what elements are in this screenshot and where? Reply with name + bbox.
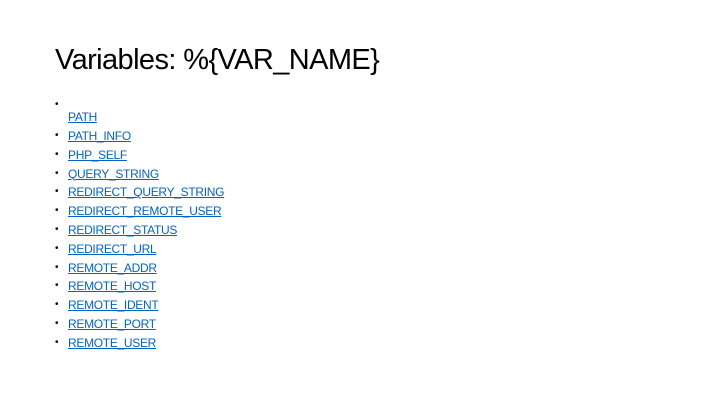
- bullet-icon: •: [55, 223, 59, 235]
- variable-link-query-string[interactable]: QUERY_STRING: [68, 166, 159, 181]
- bullet-icon: •: [55, 130, 59, 141]
- list-item: • REDIRECT_REMOTE_USER: [55, 202, 224, 221]
- bullet-icon: •: [55, 336, 59, 348]
- variable-link-remote-addr[interactable]: REMOTE_ADDR: [68, 260, 157, 275]
- variable-link-path-info[interactable]: PATH_INFO: [68, 129, 131, 143]
- bullet-icon: •: [55, 167, 59, 179]
- variable-link-path[interactable]: PATH: [68, 110, 98, 124]
- bullet-icon: •: [55, 299, 59, 311]
- variable-link-redirect-remote-user[interactable]: REDIRECT_REMOTE_USER: [68, 204, 222, 219]
- bullet-icon: •: [55, 186, 59, 198]
- bullet-icon: •: [55, 317, 59, 329]
- list-item: • REMOTE_HOST: [55, 277, 224, 296]
- variable-link-remote-port[interactable]: REMOTE_PORT: [68, 316, 156, 331]
- variable-link-php-self[interactable]: PHP_SELF: [68, 147, 127, 162]
- bullet-icon: •: [55, 205, 59, 217]
- bullet-icon: •: [55, 261, 59, 273]
- variable-link-redirect-url[interactable]: REDIRECT_URL: [68, 241, 157, 256]
- variable-link-remote-ident[interactable]: REMOTE_IDENT: [68, 298, 159, 313]
- list-item: • REDIRECT_STATUS: [55, 221, 224, 240]
- bullet-icon: •: [55, 148, 59, 160]
- list-item: • REDIRECT_URL: [55, 240, 224, 259]
- variable-link-remote-user[interactable]: REMOTE_USER: [68, 335, 157, 350]
- bullet-icon: •: [55, 280, 59, 292]
- list-item: • PHP_SELF: [55, 146, 224, 165]
- list-item: • REDIRECT_QUERY_STRING: [55, 183, 224, 202]
- list-item: • REMOTE_ADDR: [55, 259, 224, 278]
- bullet-icon: •: [55, 99, 59, 110]
- variable-list: • PATH • PATH_INFO • PHP_SELF • QUERY_ST…: [55, 99, 224, 353]
- bullet-icon: •: [55, 242, 59, 254]
- variable-link-redirect-status[interactable]: REDIRECT_STATUS: [68, 222, 178, 237]
- list-item: • PATH_INFO: [55, 127, 224, 146]
- list-item: • REMOTE_IDENT: [55, 296, 224, 315]
- variable-link-remote-host[interactable]: REMOTE_HOST: [68, 279, 157, 294]
- variable-link-redirect-query-string[interactable]: REDIRECT_QUERY_STRING: [68, 185, 225, 200]
- list-item: • PATH: [55, 99, 224, 127]
- list-item: • QUERY_STRING: [55, 165, 224, 184]
- list-item: • REMOTE_PORT: [55, 315, 224, 334]
- list-item: • REMOTE_USER: [55, 334, 224, 353]
- slide-title: Variables: %{VAR_NAME}: [55, 44, 380, 76]
